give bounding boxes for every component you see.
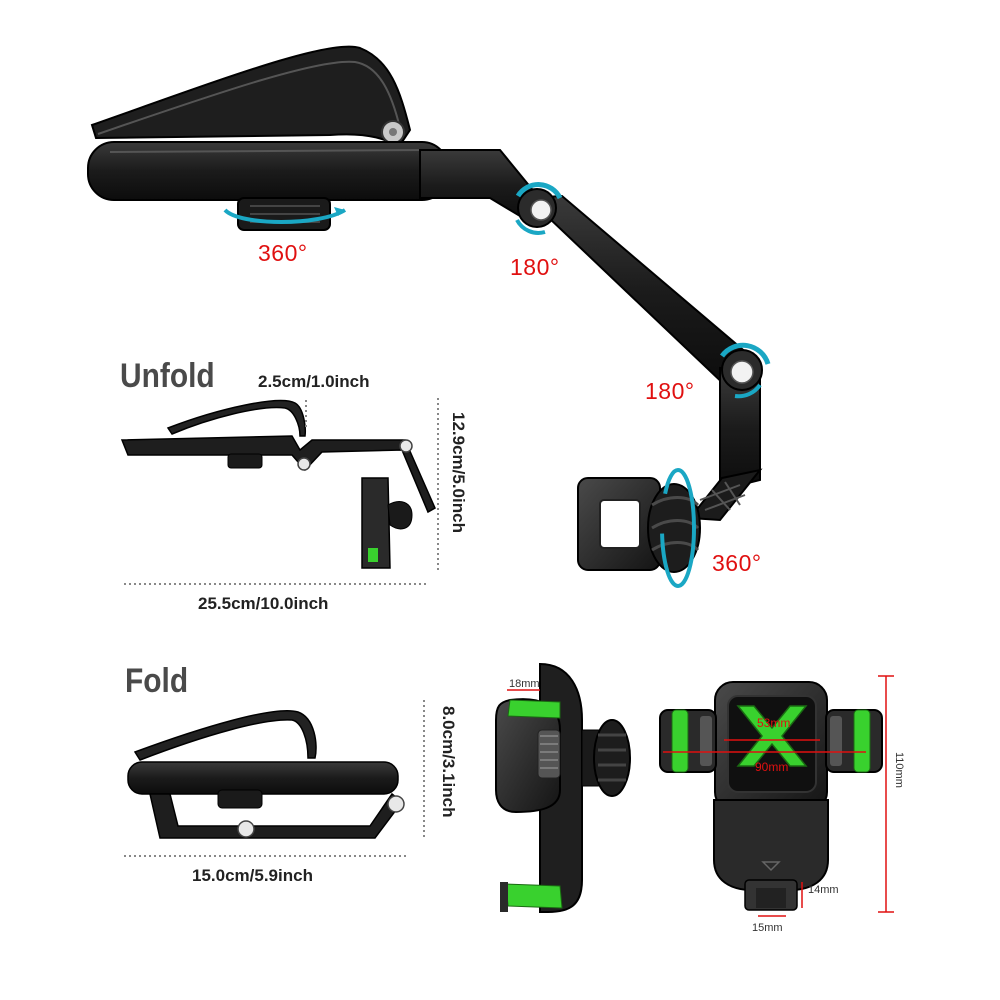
front-view-holder <box>659 675 894 917</box>
unfold-title: Unfold <box>120 357 215 395</box>
fold-title: Fold <box>125 662 189 700</box>
rotation-arrow-bottom <box>660 468 696 588</box>
unfold-clip-gap: 2.5cm/1.0inch <box>258 372 370 391</box>
x-grip-pad <box>736 705 808 767</box>
fold-height: 8.0cm/3.1inch <box>439 706 458 818</box>
unfold-diagram <box>120 398 439 585</box>
rotate-label-joint-1: 180° <box>510 254 560 280</box>
front-base-height: 14mm <box>808 884 839 896</box>
unfold-width: 25.5cm/10.0inch <box>198 594 329 613</box>
fold-diagram <box>124 700 425 857</box>
side-view-holder <box>495 662 631 913</box>
fold-width: 15.0cm/5.9inch <box>192 866 313 885</box>
front-base-width: 15mm <box>752 922 783 934</box>
front-outer-width: 90mm <box>755 760 789 774</box>
unfold-height: 12.9cm/5.0inch <box>449 412 468 533</box>
hero-mount <box>87 45 771 588</box>
rotation-arrow-top <box>223 208 347 224</box>
ball-joint <box>647 483 701 573</box>
rotate-label-bottom: 360° <box>712 550 762 576</box>
arm-segment-2 <box>525 194 757 390</box>
visor-clip <box>90 45 412 150</box>
rotate-label-top: 360° <box>258 240 308 266</box>
side-grip-depth: 18mm <box>509 678 540 690</box>
rotate-label-joint-2: 180° <box>645 378 695 404</box>
front-inner-width: 53mm <box>757 716 791 730</box>
front-height: 110mm <box>893 752 905 788</box>
